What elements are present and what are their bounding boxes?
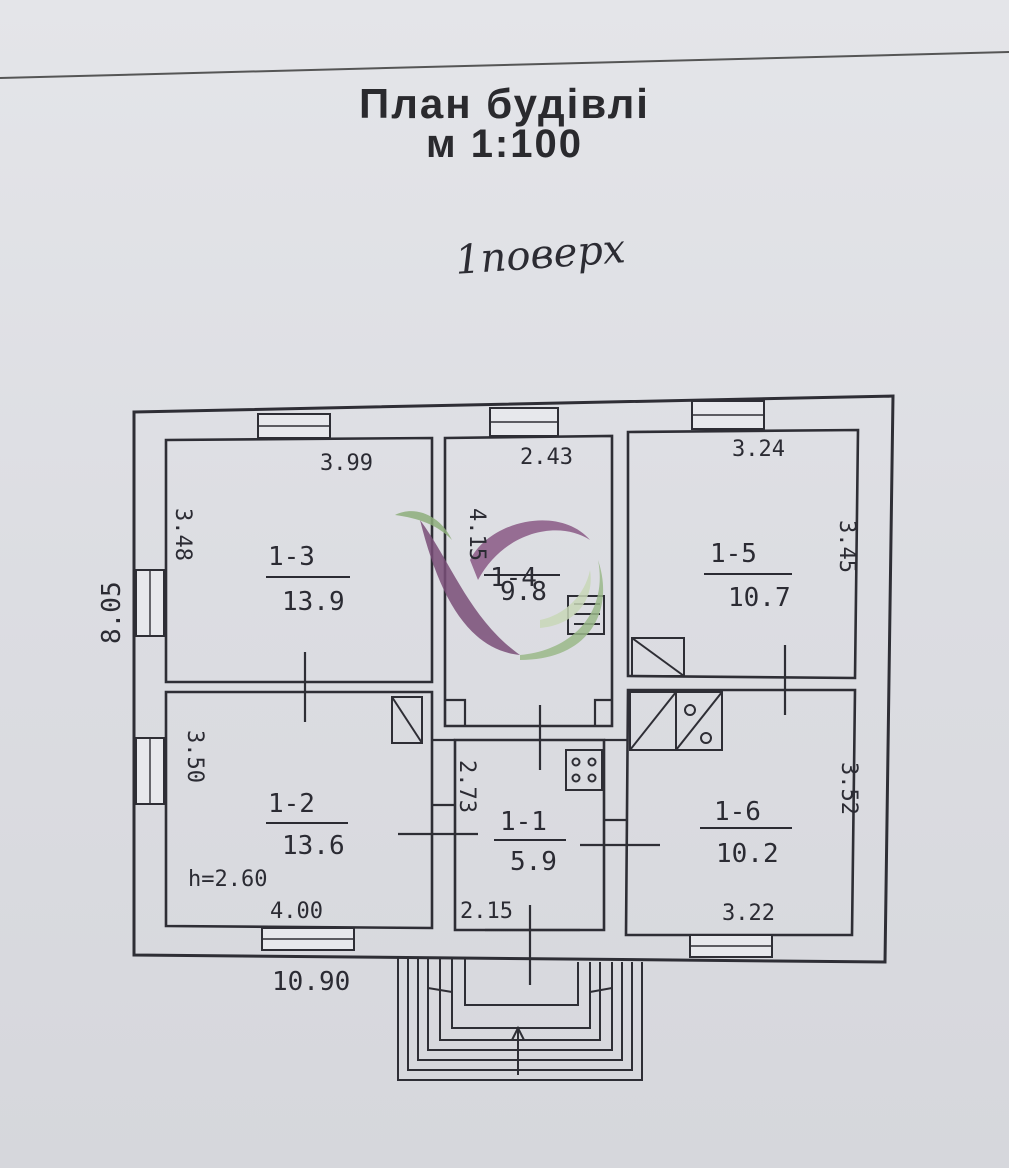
overall-width: 10.90 bbox=[272, 967, 350, 997]
room-outlines bbox=[164, 428, 860, 937]
room-1-2-area: 13.6 bbox=[282, 831, 345, 861]
dim-1-3-width: 3.99 bbox=[320, 451, 373, 476]
dim-1-4-width: 2.43 bbox=[520, 445, 573, 470]
entrance-steps bbox=[397, 956, 643, 1081]
dim-1-6-depth: 3.52 bbox=[836, 762, 861, 815]
room-1-6-id: 1-6 bbox=[714, 797, 761, 827]
stove-icon bbox=[631, 637, 685, 677]
room-1-3-area: 13.9 bbox=[282, 587, 345, 617]
dim-1-1-depth: 2.73 bbox=[454, 760, 479, 813]
room-1-5-outline bbox=[626, 428, 860, 680]
watermark-logo-icon bbox=[395, 511, 604, 660]
room-1-4-area: 9.8 bbox=[500, 577, 547, 607]
room-1-3-id: 1-3 bbox=[268, 542, 315, 572]
plan-scale: м 1:100 bbox=[425, 122, 583, 166]
dim-1-2-width: 4.00 bbox=[270, 899, 323, 924]
dim-1-3-depth: 3.48 bbox=[170, 508, 195, 561]
outer-walls bbox=[132, 394, 895, 964]
room-1-2-id: 1-2 bbox=[268, 789, 315, 819]
room-1-5-area: 10.7 bbox=[728, 583, 791, 613]
room-1-4-id: 1-4 bbox=[490, 563, 537, 593]
room-1-2-outline bbox=[164, 690, 434, 930]
dim-1-5-width: 3.24 bbox=[732, 437, 785, 462]
room-1-3-outline bbox=[164, 436, 434, 684]
room-dimensions: 3.99 3.48 3.50 4.00 h=2.60 2.43 4.15 3.2… bbox=[97, 437, 861, 997]
room-1-1-outline bbox=[453, 738, 606, 932]
boiler-icon bbox=[684, 704, 696, 716]
fixtures bbox=[391, 595, 723, 791]
room-labels: 1-3 13.9 1-2 13.6 1-4 9.8 1-5 10.7 1-6 1… bbox=[266, 539, 792, 877]
room-1-6-outline bbox=[624, 688, 857, 937]
dim-1-2-depth: 3.50 bbox=[182, 730, 207, 783]
window-glazing bbox=[149, 414, 772, 947]
dim-1-4-depth: 4.15 bbox=[464, 508, 489, 561]
dim-1-5-depth: 3.45 bbox=[834, 520, 859, 573]
dim-1-6-width: 3.22 bbox=[722, 901, 775, 926]
cooktop-icon bbox=[565, 749, 603, 791]
boiler-icon bbox=[700, 732, 712, 744]
room-height: h=2.60 bbox=[188, 867, 267, 892]
interior-wall-lines bbox=[432, 698, 628, 822]
room-1-1-area: 5.9 bbox=[510, 847, 557, 877]
overall-depth: 8.05 bbox=[97, 581, 127, 644]
door-marks bbox=[303, 645, 787, 985]
page-border-line bbox=[0, 51, 1009, 79]
room-1-6-area: 10.2 bbox=[716, 839, 779, 869]
room-1-1-id: 1-1 bbox=[500, 807, 547, 837]
plan-title: План будівлі bbox=[359, 80, 650, 127]
room-1-5-id: 1-5 bbox=[710, 539, 757, 569]
dim-1-1-width: 2.15 bbox=[460, 899, 513, 924]
stove-icon bbox=[391, 696, 423, 744]
